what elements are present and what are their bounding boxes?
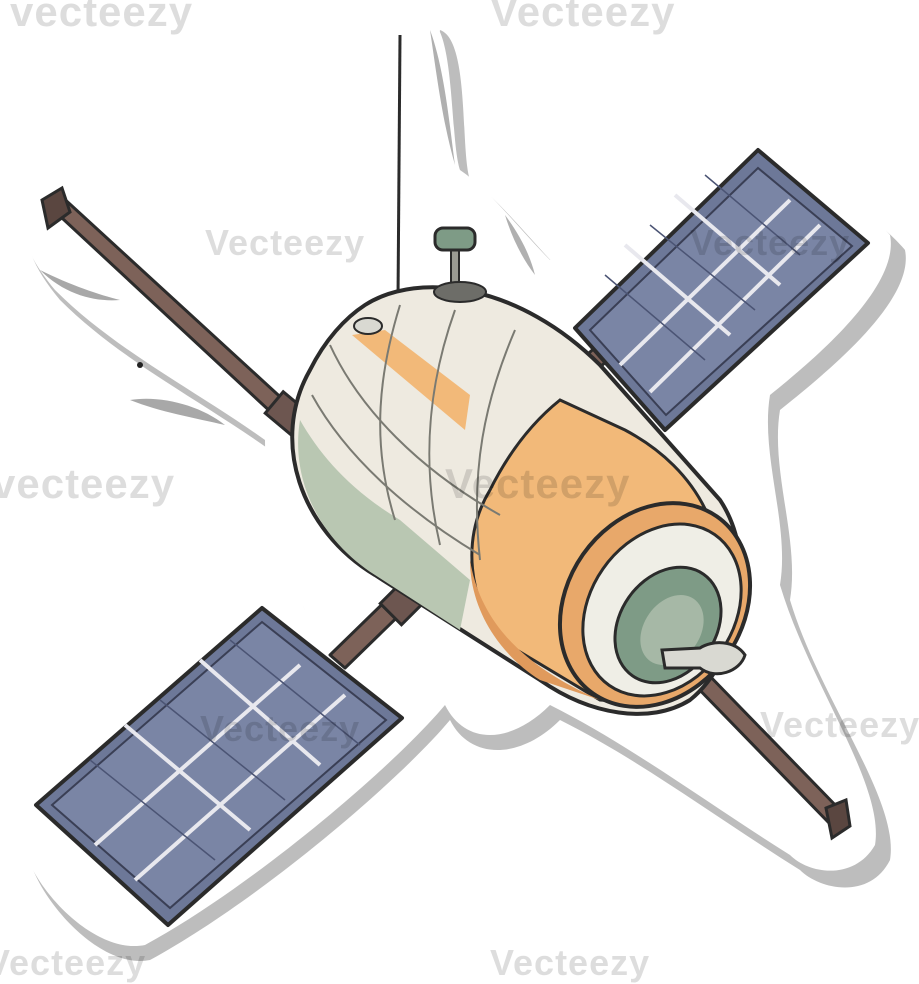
body-band-shade bbox=[470, 560, 600, 700]
nozzle bbox=[660, 641, 747, 676]
panel-hatch bbox=[604, 274, 706, 361]
motion-wisp bbox=[40, 270, 120, 301]
speck bbox=[137, 362, 143, 368]
motion-wisp bbox=[505, 215, 535, 275]
panel-gridline bbox=[648, 223, 822, 394]
solar-panel-upper-right bbox=[573, 148, 870, 432]
panel-hatch bbox=[229, 639, 361, 746]
panel-gridline bbox=[673, 193, 782, 287]
panel-hatch bbox=[649, 224, 756, 311]
body-seam bbox=[311, 394, 481, 556]
panel-inner bbox=[50, 620, 388, 910]
top-sensor-head bbox=[433, 226, 477, 252]
panel-gridline bbox=[618, 198, 792, 367]
body-seam bbox=[329, 344, 501, 516]
top-sensor-base bbox=[433, 281, 487, 303]
boom-end-cap bbox=[824, 797, 852, 841]
motion-wisp bbox=[430, 30, 455, 165]
panel-hatch bbox=[159, 699, 286, 801]
body-seam bbox=[475, 329, 516, 561]
body-shade bbox=[298, 420, 470, 630]
panel-inner bbox=[588, 166, 854, 417]
body-stripe bbox=[352, 330, 470, 430]
antenna-mast bbox=[396, 34, 402, 301]
solar-panel-lower-left bbox=[34, 606, 404, 927]
motion-wisp bbox=[130, 398, 225, 425]
body-seam bbox=[428, 309, 456, 546]
side-port bbox=[353, 317, 383, 335]
satellite-body bbox=[290, 226, 753, 716]
panel-gridline bbox=[623, 243, 732, 337]
boom-end-cap bbox=[40, 185, 72, 231]
panel-gridline bbox=[133, 693, 347, 882]
panel-gridline bbox=[123, 723, 252, 832]
panel-hatch bbox=[704, 174, 801, 256]
panel-gridline bbox=[198, 658, 322, 767]
body-seam bbox=[379, 304, 401, 521]
panel-gridline bbox=[93, 663, 302, 847]
panel-hatch bbox=[89, 759, 216, 861]
